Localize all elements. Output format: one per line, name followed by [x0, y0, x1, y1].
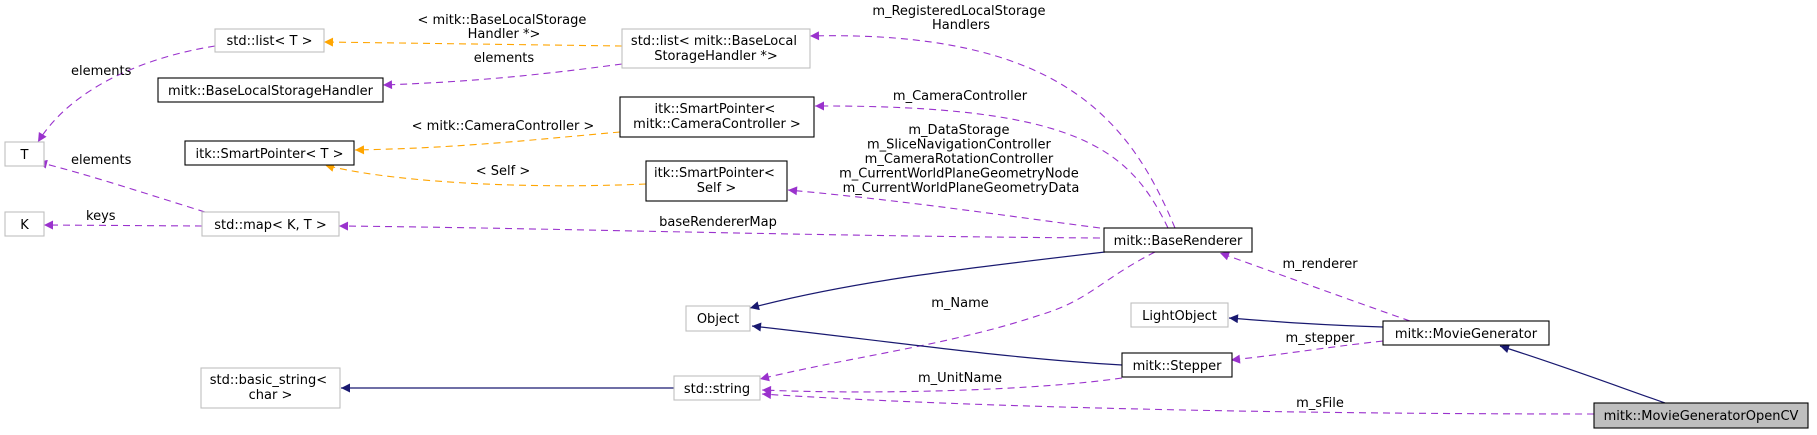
- edge-map-keys: [43, 220, 203, 230]
- node-std-list-bls[interactable]: std::list< mitk::BaseLocal StorageHandle…: [621, 28, 811, 69]
- node-base-renderer[interactable]: mitk::BaseRenderer: [1103, 227, 1253, 253]
- label-camctrl-template: < mitk::CameraController >: [412, 119, 595, 134]
- node-std-map[interactable]: std::map< K, T >: [201, 211, 340, 237]
- label-bls-elements: elements: [474, 51, 535, 66]
- label-renderer-map: baseRendererMap: [659, 215, 777, 230]
- label-registered-line-1: m_RegisteredLocalStorage: [872, 4, 1045, 19]
- label-sfile: m_sFile: [1296, 396, 1344, 411]
- node-std-string-label: std::string: [684, 382, 750, 397]
- node-std-map-label: std::map< K, T >: [214, 218, 327, 233]
- node-basic-string-line-2: char >: [249, 388, 293, 403]
- edge-registered-handlers: [809, 31, 1176, 229]
- node-object[interactable]: Object: [685, 305, 751, 332]
- label-self-members-line-5: m_CurrentWorldPlaneGeometryData: [843, 181, 1080, 196]
- edge-stepper-inherits-object: [751, 322, 1123, 366]
- edge-list-template: [323, 37, 623, 47]
- nodes: T K std::list< T > std::list< mitk::Base…: [4, 28, 1809, 429]
- node-std-list-t-label: std::list< T >: [227, 34, 313, 49]
- node-base-local-storage-handler-label: mitk::BaseLocalStorageHandler: [168, 84, 374, 99]
- node-T[interactable]: T: [4, 141, 45, 167]
- node-T-label: T: [20, 148, 29, 163]
- node-smartpointer-self[interactable]: itk::SmartPointer< Self >: [645, 160, 788, 202]
- node-light-object[interactable]: LightObject: [1130, 302, 1229, 328]
- label-self-template: < Self >: [476, 164, 531, 179]
- node-movie-generator-opencv[interactable]: mitk::MovieGeneratorOpenCV: [1593, 402, 1809, 429]
- node-smartpointer-camera-controller-label: itk::SmartPointer< mitk::CameraControlle…: [633, 102, 801, 132]
- label-name: m_Name: [931, 296, 989, 311]
- edge-renderer-inherits-object: [749, 251, 1106, 311]
- label-list-elements: elements: [71, 64, 132, 79]
- label-self-members-line-3: m_CameraRotationController: [865, 152, 1054, 167]
- node-std-list-bls-line-1: std::list< mitk::BaseLocal: [631, 34, 797, 49]
- node-smartpointer-camera-controller-line-2: mitk::CameraController >: [633, 117, 801, 132]
- label-list-template: < mitk::BaseLocalStorage Handler *>: [417, 13, 590, 42]
- label-self-members-line-4: m_CurrentWorldPlaneGeometryNode: [839, 167, 1079, 182]
- node-stepper-label: mitk::Stepper: [1133, 359, 1223, 374]
- node-movie-generator-opencv-label: mitk::MovieGeneratorOpenCV: [1604, 409, 1799, 424]
- node-basic-string-label: std::basic_string< char >: [210, 373, 331, 403]
- edge-camctrl-template: [354, 131, 621, 155]
- edge-renderer: [1219, 251, 1411, 322]
- label-map-elements: elements: [71, 153, 132, 168]
- node-smartpointer-self-line-1: itk::SmartPointer<: [654, 166, 775, 181]
- label-renderer: m_renderer: [1282, 257, 1358, 272]
- label-list-template-line-2: Handler *>: [468, 27, 541, 42]
- node-smartpointer-self-label: itk::SmartPointer< Self >: [654, 166, 779, 196]
- edge-bls-elements: [382, 63, 623, 90]
- label-registered-line-2: Handlers: [932, 18, 990, 33]
- edge-name: [759, 251, 1156, 382]
- edge-stepper: [1230, 340, 1384, 364]
- node-base-renderer-label: mitk::BaseRenderer: [1114, 234, 1243, 249]
- node-basic-string[interactable]: std::basic_string< char >: [200, 367, 341, 409]
- edge-sfile: [761, 390, 1595, 415]
- node-K-label: K: [20, 218, 29, 233]
- edge-self-template: [324, 163, 647, 187]
- edge-self-members: [787, 186, 1101, 229]
- edge-map-elements: [37, 159, 206, 213]
- label-registered-handlers: m_RegisteredLocalStorage Handlers: [872, 4, 1049, 33]
- label-unit-name: m_UnitName: [918, 371, 1002, 386]
- node-smartpointer-t-label: itk::SmartPointer< T >: [196, 147, 344, 162]
- edge-labels: elements elements keys < mitk::BaseLocal…: [71, 4, 1358, 411]
- edge-unit-name: [761, 377, 1123, 395]
- node-movie-generator-label: mitk::MovieGenerator: [1395, 327, 1538, 342]
- edges: [37, 31, 1666, 415]
- label-list-template-line-1: < mitk::BaseLocalStorage: [417, 13, 586, 28]
- edge-renderer-map: [338, 221, 1101, 239]
- label-map-keys: keys: [86, 209, 116, 224]
- label-self-members: m_DataStorage m_SliceNavigationControlle…: [839, 123, 1083, 196]
- edge-list-elements: [37, 45, 216, 143]
- node-K[interactable]: K: [4, 211, 45, 237]
- label-self-members-line-2: m_SliceNavigationController: [867, 138, 1052, 153]
- node-light-object-label: LightObject: [1142, 309, 1217, 324]
- node-std-list-bls-label: std::list< mitk::BaseLocal StorageHandle…: [631, 34, 801, 64]
- node-stepper[interactable]: mitk::Stepper: [1121, 352, 1233, 378]
- node-smartpointer-camera-controller[interactable]: itk::SmartPointer< mitk::CameraControlle…: [619, 96, 815, 138]
- edge-camera-controller: [814, 101, 1169, 229]
- node-std-list-bls-line-2: StorageHandler *>: [654, 49, 778, 64]
- node-object-label: Object: [697, 312, 739, 327]
- node-std-list-t[interactable]: std::list< T >: [214, 28, 325, 53]
- node-smartpointer-self-line-2: Self >: [697, 181, 736, 196]
- label-self-members-line-1: m_DataStorage: [908, 123, 1009, 138]
- node-basic-string-line-1: std::basic_string<: [210, 373, 327, 388]
- node-std-string[interactable]: std::string: [673, 375, 761, 401]
- node-smartpointer-t[interactable]: itk::SmartPointer< T >: [184, 140, 355, 166]
- node-base-local-storage-handler[interactable]: mitk::BaseLocalStorageHandler: [157, 77, 384, 103]
- label-camera-controller: m_CameraController: [893, 89, 1028, 104]
- edge-opencv-inherits-movie: [1499, 344, 1666, 404]
- label-stepper: m_stepper: [1286, 331, 1356, 346]
- node-movie-generator[interactable]: mitk::MovieGenerator: [1382, 320, 1550, 346]
- node-smartpointer-camera-controller-line-1: itk::SmartPointer<: [655, 102, 776, 117]
- edge-movie-inherits-lightobject: [1228, 314, 1384, 328]
